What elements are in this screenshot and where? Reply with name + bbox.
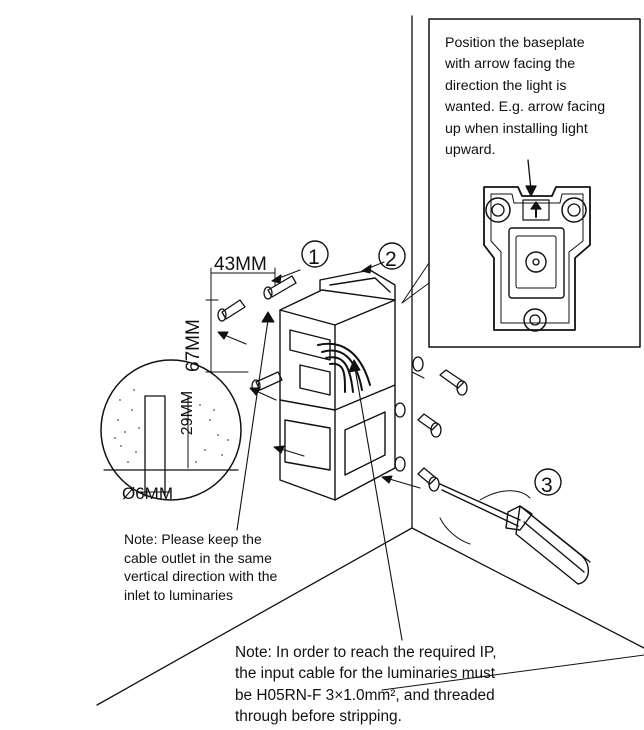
dimension-depth-text: 29MM: [179, 390, 197, 436]
step-3-marker: 3: [534, 468, 562, 499]
screw-icon: [217, 299, 246, 322]
arrow-icon: [249, 387, 277, 401]
arrow-icon: [271, 269, 301, 284]
wall-lines: [96, 15, 644, 706]
leader-lines: [236, 311, 403, 641]
arrow-icon: [381, 475, 421, 489]
note-cable-outlet: Note: Please keep the cable outlet in th…: [124, 531, 278, 603]
dimension-diameter-label: Ø6MM: [122, 484, 173, 503]
step-1-marker: 1: [301, 240, 329, 271]
step-number: 3: [541, 474, 553, 497]
direction-arrows: [217, 261, 425, 489]
arrow-icon: [217, 331, 247, 345]
section-detail: [100, 359, 242, 501]
step-circle-icon: [534, 468, 562, 496]
arrow-icon: [273, 445, 305, 457]
screw-icon: [394, 402, 442, 438]
mounting-box: [279, 269, 396, 501]
dimension-width-label: 43MM: [214, 254, 267, 275]
step-number: 2: [385, 248, 397, 271]
screw-hole-icon: [523, 308, 547, 332]
screw-hole-icon: [485, 197, 511, 223]
step-circle-icon: [301, 240, 329, 268]
dimension-lines: [205, 267, 276, 373]
note-ip-rating: Note: In order to reach the required IP,…: [235, 644, 497, 726]
screws: [217, 275, 468, 492]
screw-icon: [263, 275, 297, 300]
dimension-height-label: 67MM: [183, 319, 204, 372]
step-2-marker: 2: [378, 242, 406, 273]
dimension-depth-label: 29MM: [166, 391, 210, 435]
step-number: 1: [308, 246, 320, 269]
callout-instruction-text: Position the baseplate with arrow facing…: [445, 35, 606, 159]
arrow-icon: [411, 371, 425, 379]
screwdriver-icon: [439, 483, 591, 585]
screw-icon: [412, 356, 468, 396]
up-arrow-icon: [530, 201, 542, 218]
callout-box: [401, 18, 641, 348]
screw-hole-icon: [561, 197, 587, 223]
screw-icon: [394, 456, 440, 492]
baseplate-detail: [483, 186, 591, 332]
step-circle-icon: [378, 242, 406, 270]
